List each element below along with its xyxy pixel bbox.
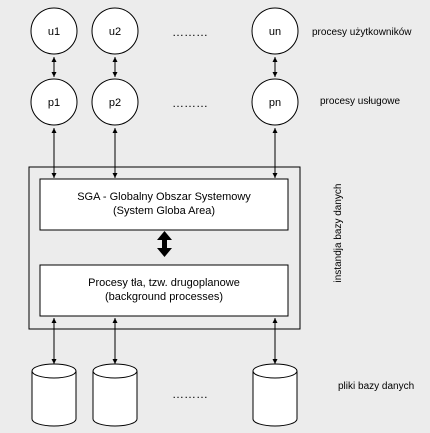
service-process-label: p2 xyxy=(109,97,121,109)
user-process-ellipsis: ……… xyxy=(172,25,208,39)
sga-box: SGA - Globalny Obszar Systemowy (System … xyxy=(39,178,289,231)
background-processes-title: Procesy tła, tzw. drugoplanowe xyxy=(88,277,240,289)
user-process-node: u2 xyxy=(91,7,139,55)
service-process-node: p1 xyxy=(30,78,78,126)
database-instance-label: instandja bazy danych xyxy=(333,184,344,283)
background-processes-subtitle: (background processes) xyxy=(105,291,223,303)
sga-title: SGA - Globalny Obszar Systemowy xyxy=(77,191,251,203)
sga-background-exchange-arrow xyxy=(157,231,172,257)
database-file-cylinder xyxy=(31,363,77,427)
user-process-label: u2 xyxy=(109,26,121,38)
user-process-node: u1 xyxy=(30,7,78,55)
service-processes-label: procesy usługowe xyxy=(320,96,400,107)
service-process-ellipsis: ……… xyxy=(172,96,208,110)
sga-subtitle: (System Globa Area) xyxy=(113,205,215,217)
database-file-cylinder xyxy=(252,363,298,427)
service-process-node: p2 xyxy=(91,78,139,126)
service-process-node: pn xyxy=(251,78,299,126)
service-process-label: p1 xyxy=(48,97,60,109)
background-processes-box: Procesy tła, tzw. drugoplanowe (backgrou… xyxy=(39,264,289,317)
service-process-label: pn xyxy=(269,97,281,109)
database-files-ellipsis: ……… xyxy=(172,387,208,401)
user-processes-label: procesy użytkowników xyxy=(312,27,412,38)
database-files-label: pliki bazy danych xyxy=(338,381,414,392)
user-process-node: un xyxy=(251,7,299,55)
database-instance-frame xyxy=(28,166,301,330)
user-process-label: un xyxy=(269,26,281,38)
database-file-cylinder xyxy=(92,363,138,427)
user-process-label: u1 xyxy=(48,26,60,38)
